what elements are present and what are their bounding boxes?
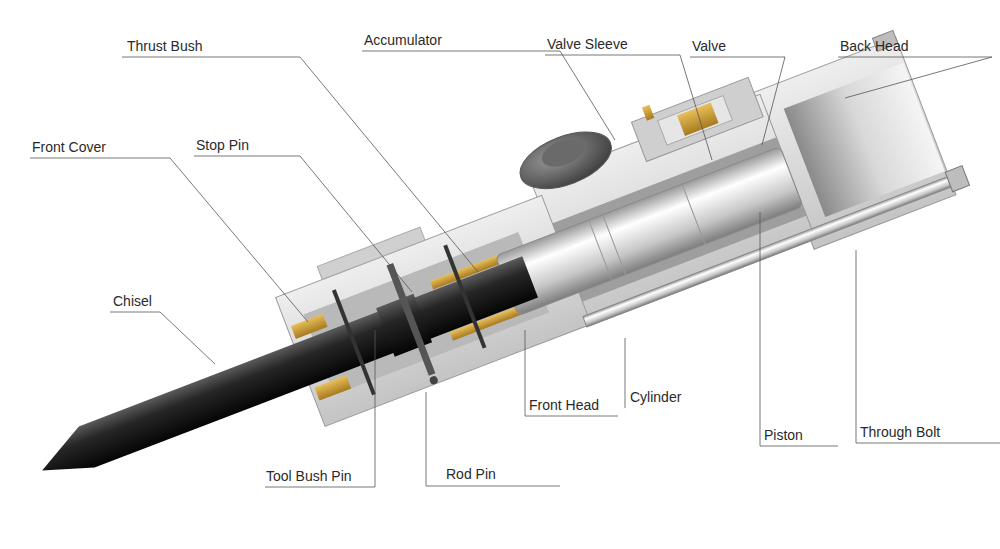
part-label: Cylinder: [630, 389, 681, 406]
part-label: Valve: [692, 38, 726, 55]
part-label: Piston: [764, 427, 803, 444]
part-label: Front Head: [529, 397, 599, 414]
part-label: Tool Bush Pin: [266, 468, 352, 485]
part-label: Front Cover: [32, 139, 106, 156]
part-label: Stop Pin: [196, 137, 249, 154]
part-label: Back Head: [840, 38, 908, 55]
part-label: Thrust Bush: [127, 38, 202, 55]
part-label: Rod Pin: [446, 466, 496, 483]
part-label: Accumulator: [364, 32, 442, 49]
part-label: Chisel: [113, 293, 152, 310]
part-label: Through Bolt: [860, 424, 940, 441]
leader-lines: [30, 51, 1000, 487]
part-label: Valve Sleeve: [547, 36, 628, 53]
breaker-body: [0, 6, 971, 536]
